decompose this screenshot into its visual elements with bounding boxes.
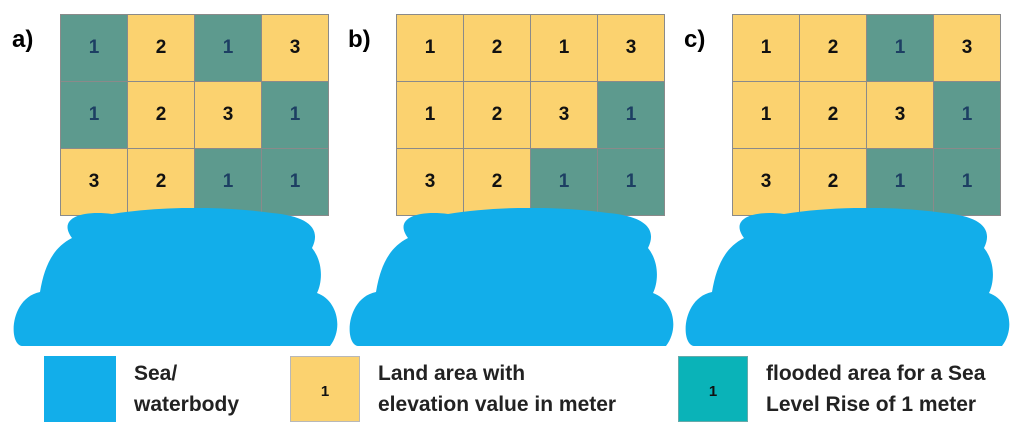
land-cell: 3 [531,82,598,149]
land-cell: 3 [733,149,800,216]
legend-flooded-text: flooded area for a Sea Level Rise of 1 m… [766,362,986,416]
land-cell: 2 [128,15,195,82]
legend-land-swatch: 1 [290,356,360,422]
flooded-cell: 1 [867,15,934,82]
land-cell: 2 [464,82,531,149]
flooded-cell: 1 [867,149,934,216]
land-cell: 2 [128,149,195,216]
land-cell: 1 [531,15,598,82]
flooded-cell: 1 [195,149,262,216]
sea-shape [685,208,1010,346]
land-cell: 1 [733,82,800,149]
land-cell: 2 [800,149,867,216]
flooded-cell: 1 [531,149,598,216]
flooded-cell: 1 [934,82,1001,149]
legend-land-text: Land area with elevation value in meter [378,362,617,416]
land-cell: 1 [397,82,464,149]
panel-label: a) [12,26,34,53]
flooded-cell: 1 [61,15,128,82]
land-cell: 2 [464,149,531,216]
flooded-cell: 1 [934,149,1001,216]
panel-label: c) [684,26,706,53]
flooded-cell: 1 [598,82,665,149]
legend-flooded-swatch: 1 [678,356,748,422]
flooded-cell: 1 [598,149,665,216]
land-cell: 2 [128,82,195,149]
sea-shape [349,208,674,346]
legend-sea-text: Sea/ waterbody [134,362,240,416]
land-cell: 3 [262,15,329,82]
land-cell: 2 [464,15,531,82]
land-cell: 2 [800,82,867,149]
land-cell: 3 [934,15,1001,82]
land-cell: 1 [397,15,464,82]
flooded-cell: 1 [195,15,262,82]
land-cell: 3 [397,149,464,216]
land-cell: 2 [800,15,867,82]
land-cell: 3 [598,15,665,82]
flooded-cell: 1 [61,82,128,149]
land-cell: 3 [195,82,262,149]
panel-label: b) [348,26,371,53]
flooded-cell: 1 [262,82,329,149]
land-cell: 3 [867,82,934,149]
flooded-cell: 1 [262,149,329,216]
land-cell: 1 [733,15,800,82]
legend-sea-swatch [44,356,116,422]
land-cell: 3 [61,149,128,216]
sea-shape [13,208,338,346]
